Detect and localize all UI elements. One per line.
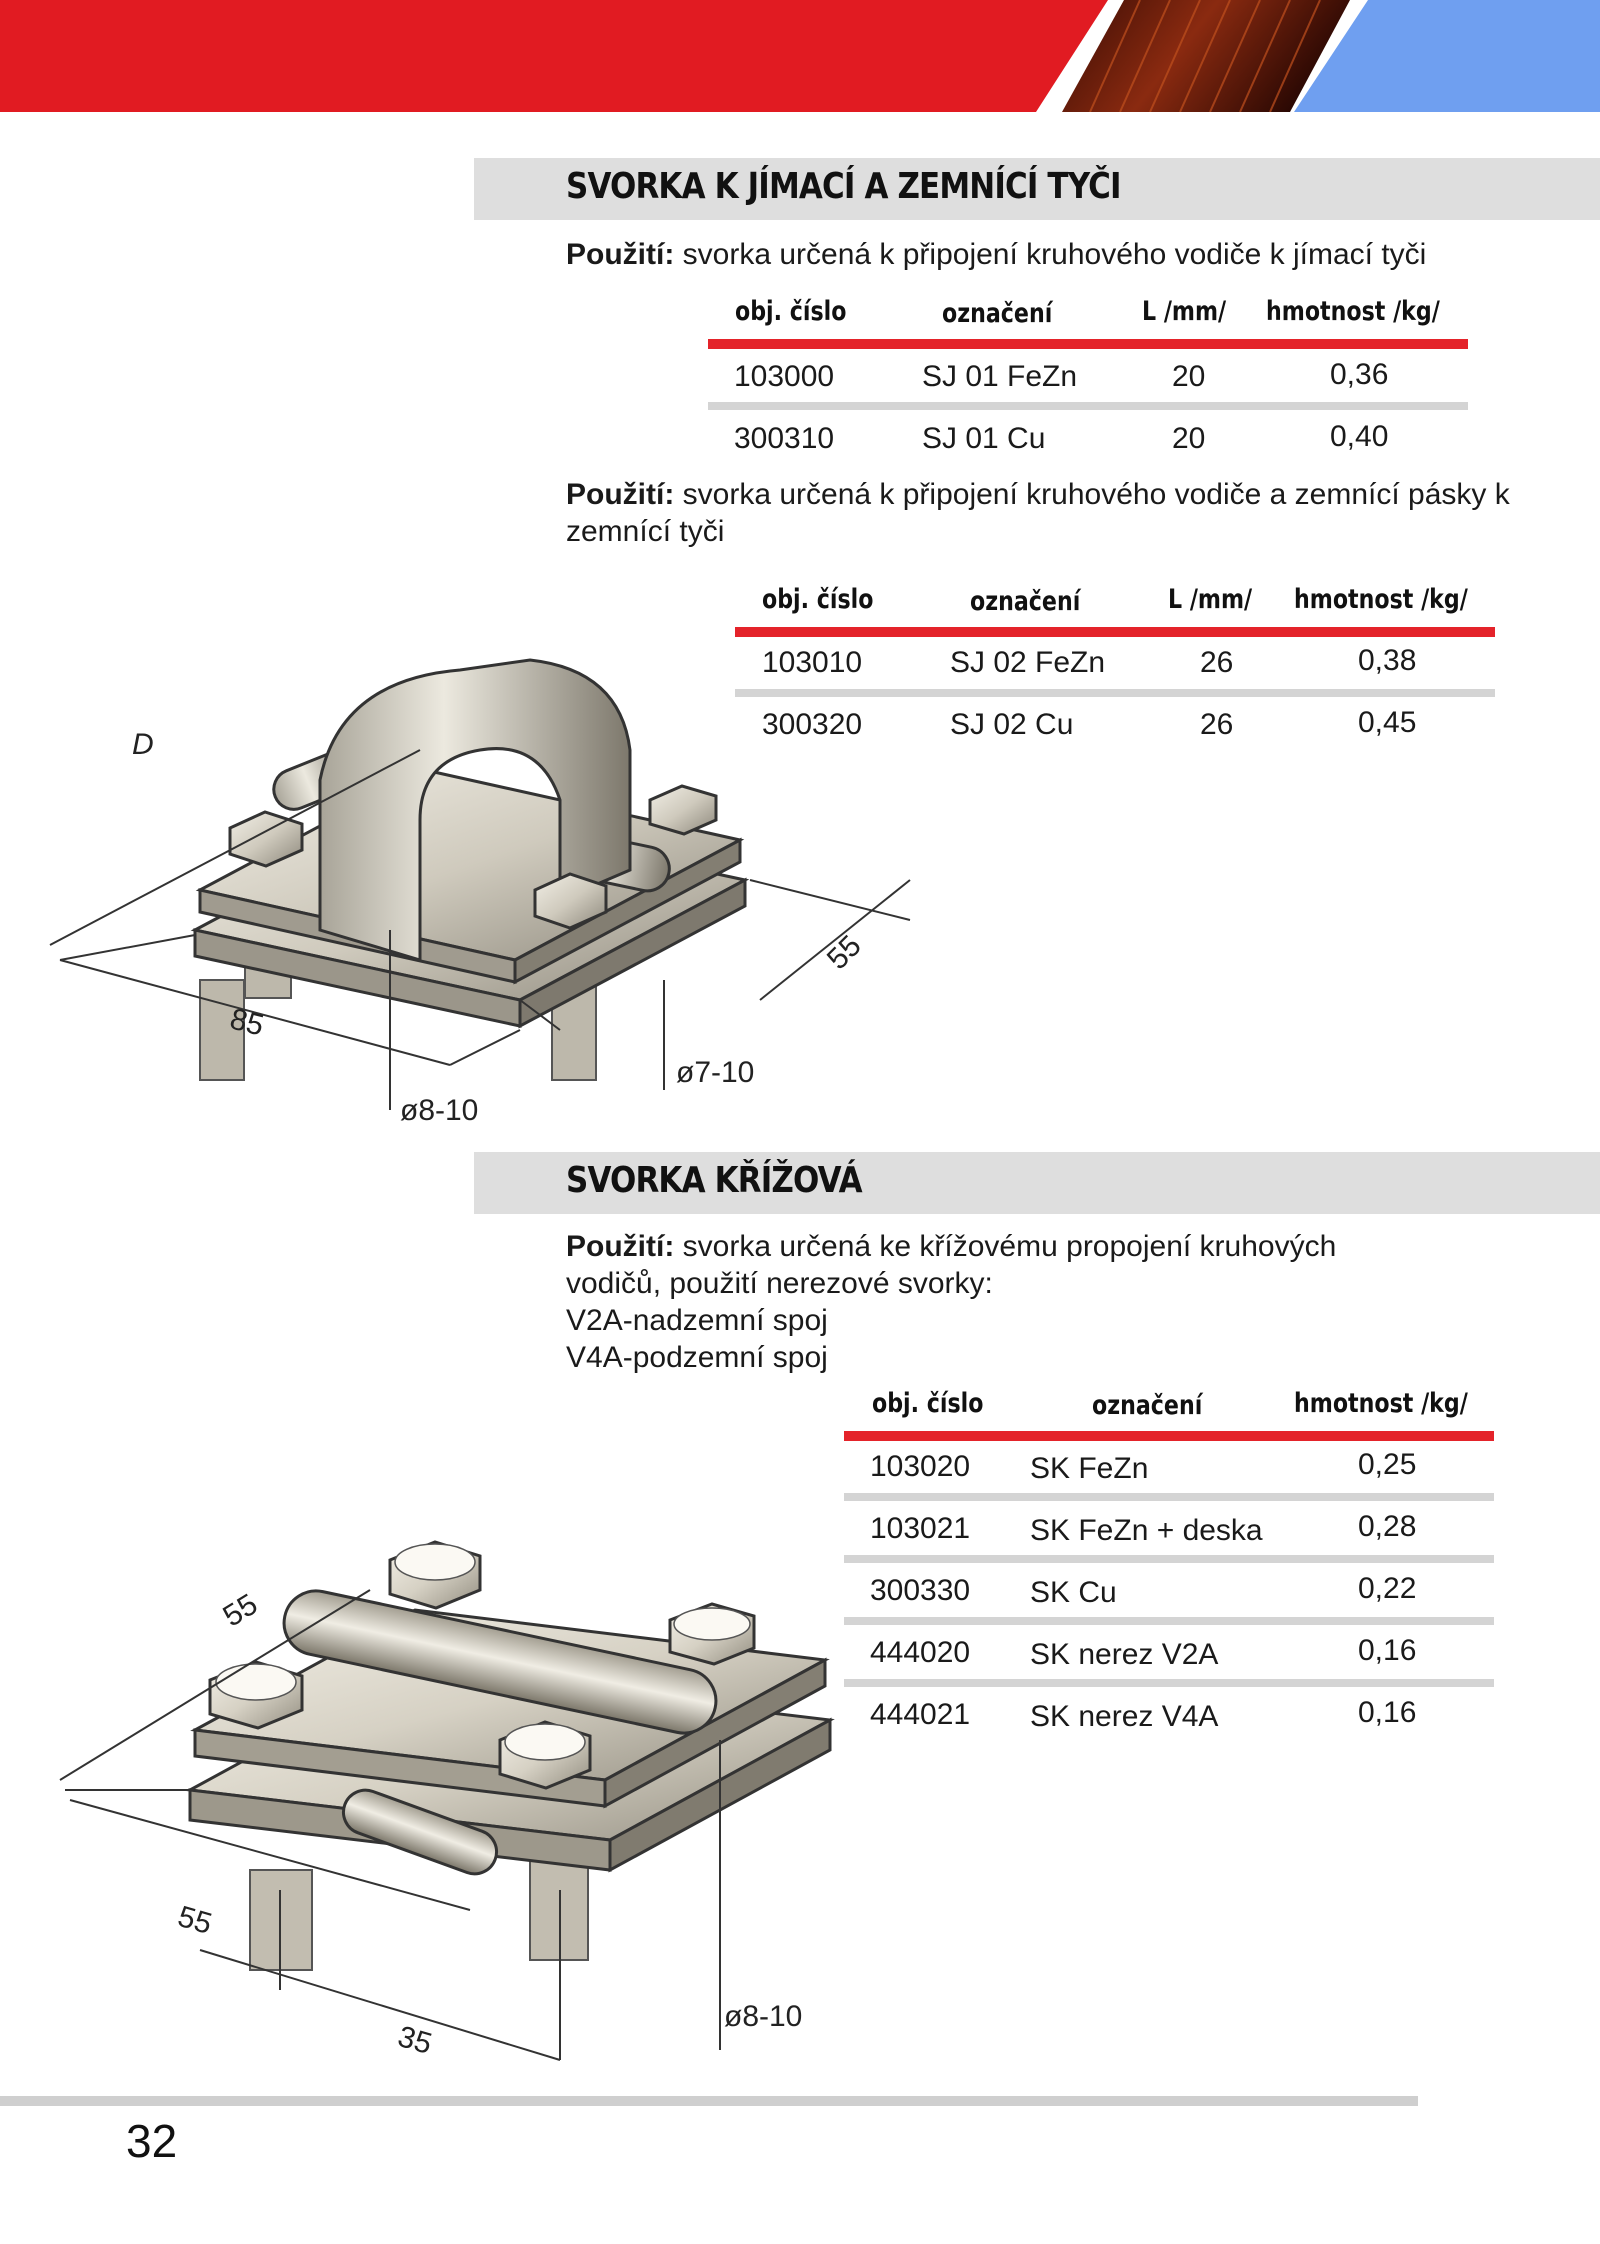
cell-weight: 0,45: [1358, 706, 1417, 739]
usage-label-a: Použití:: [566, 238, 675, 271]
usage-label-b: Použití:: [566, 478, 675, 511]
cell-weight: 0,22: [1358, 1572, 1417, 1605]
table-b-header-rule: [735, 627, 1495, 637]
table-a-header-rule: [708, 339, 1468, 349]
section-bar-2: [474, 1152, 1600, 1214]
clamp-sk-illustration: [59, 1540, 835, 2061]
cell-length: 26: [1200, 708, 1234, 741]
cell-oznaceni: SJ 01 FeZn: [922, 360, 1078, 393]
header-copper-strands: [1089, 0, 1321, 113]
cell-length: 20: [1172, 360, 1206, 393]
dim-label-rod: ø8-10: [400, 1094, 479, 1127]
col-header-length: L /mm/: [1168, 584, 1253, 615]
footer-rule: [0, 2096, 1418, 2106]
table-a-row-rule: [708, 402, 1468, 410]
cell-obj: 444020: [870, 1636, 971, 1669]
table-kriz-row-rule: [844, 1617, 1494, 1625]
cell-obj: 103000: [734, 360, 835, 393]
usage-line-2: vodičů, použití nerezové svorky:: [566, 1267, 993, 1300]
cell-weight: 0,16: [1358, 1634, 1417, 1667]
dim-label-d: D: [132, 728, 154, 761]
cell-weight: 0,16: [1358, 1696, 1417, 1729]
cell-obj: 300330: [870, 1574, 971, 1607]
table-kriz-row-rule: [844, 1679, 1494, 1687]
table-kriz-row-rule: [844, 1555, 1494, 1563]
col-header-weight: hmotnost /kg/: [1294, 1388, 1468, 1419]
cell-oznaceni: SJ 02 FeZn: [950, 646, 1106, 679]
header-graphic: [0, 0, 1600, 113]
dim-label-wire: ø7-10: [676, 1056, 755, 1089]
usage-body: svorka určená ke křížovému propojení kru…: [674, 1230, 1337, 1263]
cell-oznaceni: SK FeZn: [1030, 1452, 1149, 1485]
cell-oznaceni: SK nerez V2A: [1030, 1638, 1219, 1671]
col-header-oznaceni: označení: [970, 586, 1081, 617]
cell-weight: 0,36: [1330, 358, 1389, 391]
cell-oznaceni: SK FeZn + deska: [1030, 1514, 1263, 1547]
table-kriz-row-rule: [844, 1493, 1494, 1501]
cell-length: 20: [1172, 422, 1206, 455]
cell-oznaceni: SK nerez V4A: [1030, 1700, 1219, 1733]
header-red-band: [0, 0, 1108, 112]
col-header-oznaceni: označení: [942, 298, 1053, 329]
col-header-weight: hmotnost /kg/: [1294, 584, 1468, 615]
table-b-row-rule: [735, 689, 1495, 697]
section-bar-1: [474, 158, 1600, 220]
cell-weight: 0,38: [1358, 644, 1417, 677]
col-header-length: L /mm/: [1142, 296, 1227, 327]
cell-obj: 103020: [870, 1450, 971, 1483]
header-banner: [0, 0, 1600, 113]
usage-text-kriz: Použití: svorka určená ke křížovému prop…: [566, 1228, 1566, 1376]
col-header-obj: obj. číslo: [872, 1388, 984, 1419]
cell-length: 26: [1200, 646, 1234, 679]
cell-weight: 0,28: [1358, 1510, 1417, 1543]
cell-weight: 0,40: [1330, 420, 1389, 453]
cell-obj: 444021: [870, 1698, 971, 1731]
cell-oznaceni: SJ 01 Cu: [922, 422, 1046, 455]
cell-obj: 300310: [734, 422, 835, 455]
usage-body-b: svorka určená k připojení kruhového vodi…: [566, 478, 1510, 548]
cell-obj: 103010: [762, 646, 863, 679]
col-header-oznaceni: označení: [1092, 1390, 1203, 1421]
clamp-sj-illustration: [49, 658, 911, 1110]
cell-weight: 0,25: [1358, 1448, 1417, 1481]
col-header-obj: obj. číslo: [762, 584, 874, 615]
section-title-2: SVORKA KŘÍŽOVÁ: [566, 1160, 863, 1201]
clamp-sk-drawing: 55 55 35 ø8-10: [40, 1490, 880, 2090]
page-number: 32: [126, 2115, 178, 2167]
cell-obj: 300320: [762, 708, 863, 741]
usage-label: Použití:: [566, 1230, 675, 1263]
usage-body-a: svorka určená k připojení kruhového vodi…: [674, 238, 1427, 271]
header-blue-band: [1294, 0, 1600, 112]
col-header-obj: obj. číslo: [735, 296, 847, 327]
table-kriz-header-rule: [844, 1431, 1494, 1441]
dim-label-rod: ø8-10: [724, 2000, 803, 2033]
usage-line-1: Použití: svorka určená ke křížovému prop…: [566, 1228, 1566, 1265]
col-header-weight: hmotnost /kg/: [1266, 296, 1440, 327]
usage-text-b: Použití: svorka určená k připojení kruho…: [566, 476, 1566, 550]
cell-oznaceni: SJ 02 Cu: [950, 708, 1074, 741]
clamp-sj-drawing: D 85 55 ø8-10 ø7-10: [40, 600, 960, 1160]
cell-obj: 103021: [870, 1512, 971, 1545]
usage-line-4: V4A-podzemní spoj: [566, 1341, 828, 1374]
usage-text-a: Použití: svorka určená k připojení kruho…: [566, 236, 1566, 273]
usage-line-3: V2A-nadzemní spoj: [566, 1304, 828, 1337]
cell-oznaceni: SK Cu: [1030, 1576, 1117, 1609]
section-title-1: SVORKA K JÍMACÍ A ZEMNÍCÍ TYČI: [566, 166, 1122, 207]
